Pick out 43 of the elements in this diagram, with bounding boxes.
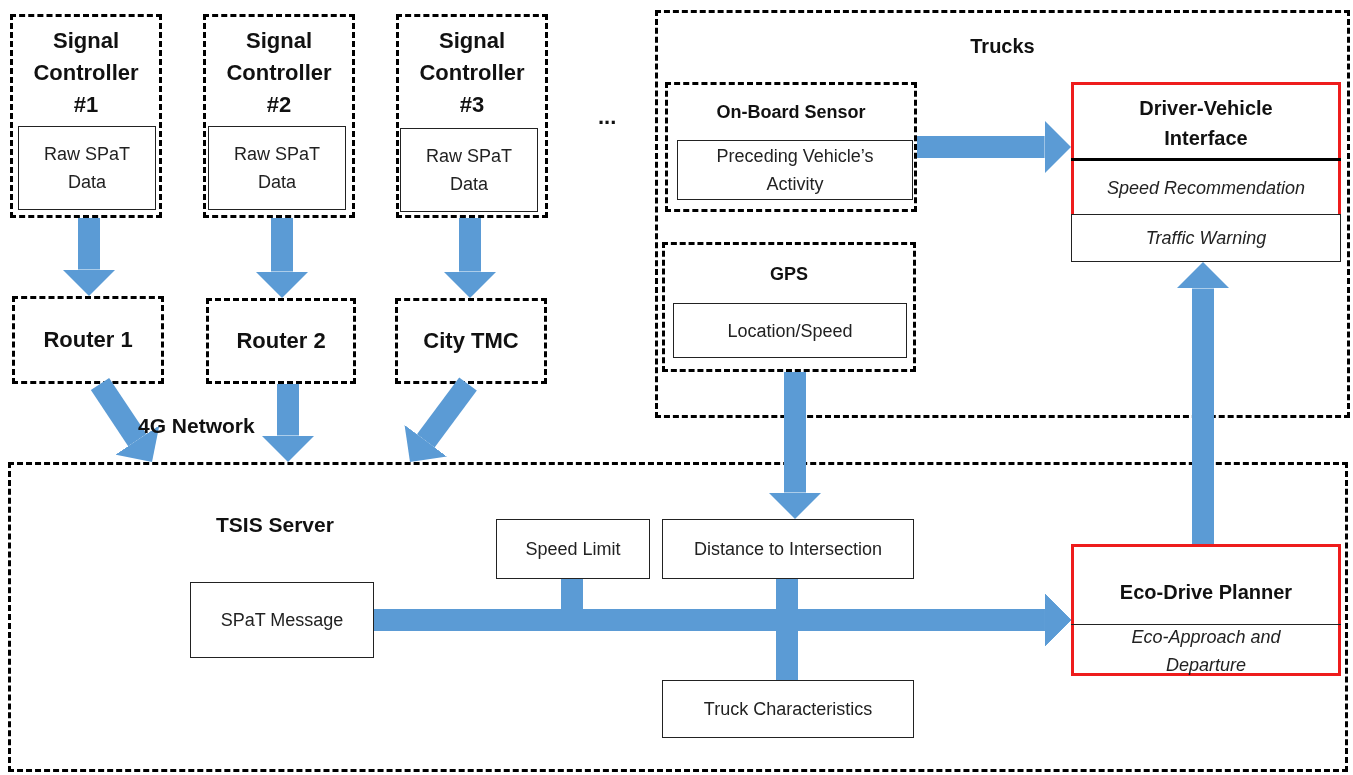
process-box: Truck Characteristics	[662, 680, 914, 738]
process-box: Traffic Warning	[1071, 214, 1341, 262]
group-title: On-Board Sensor	[715, 101, 867, 124]
process-box: Preceding Vehicle’s Activity	[677, 140, 913, 200]
dashed-box: Router 2	[206, 298, 356, 384]
process-box: Eco-Approach and Departure	[1071, 624, 1341, 676]
group-title: Eco-Drive Planner	[1118, 580, 1294, 605]
process-box: Speed Limit	[496, 519, 650, 579]
group-title: Driver-Vehicle Interface	[1138, 96, 1274, 151]
block-arrow	[255, 218, 309, 298]
dashed-box: City TMC	[395, 298, 547, 384]
group-title: Trucks	[969, 34, 1036, 59]
dashed-group-box	[396, 14, 548, 218]
text-label: ...	[598, 103, 617, 131]
block-arrow	[90, 377, 160, 462]
dashed-group-box	[8, 462, 1348, 772]
process-box: Location/Speed	[673, 303, 907, 358]
block-arrow	[443, 218, 497, 298]
dashed-group-box	[203, 14, 355, 218]
block-arrow	[404, 377, 477, 462]
dashed-group-box	[10, 14, 162, 218]
group-title: Signal Controller #3	[418, 27, 526, 119]
dashed-group-box	[665, 82, 917, 212]
block-arrow	[768, 372, 822, 519]
block-arrow	[62, 218, 116, 296]
process-box: Raw SPaT Data	[208, 126, 346, 210]
block-arrow	[776, 593, 1071, 680]
group-title: Signal Controller #1	[32, 27, 140, 119]
process-box: Raw SPaT Data	[18, 126, 156, 210]
outlined-box	[1071, 544, 1341, 676]
block-arrow	[917, 120, 1071, 174]
block-arrow	[1176, 262, 1230, 544]
dashed-group-box	[655, 10, 1350, 418]
dashed-group-box	[662, 242, 916, 372]
process-box: Raw SPaT Data	[400, 128, 538, 212]
group-title: GPS	[769, 263, 809, 286]
block-arrow	[261, 384, 315, 462]
group-title: Signal Controller #2	[225, 27, 333, 119]
process-box: SPaT Message	[190, 582, 374, 658]
group-title: TSIS Server	[216, 512, 334, 538]
process-box: Distance to Intersection	[662, 519, 914, 579]
outlined-box	[1071, 82, 1341, 262]
dashed-box: Router 1	[12, 296, 164, 384]
